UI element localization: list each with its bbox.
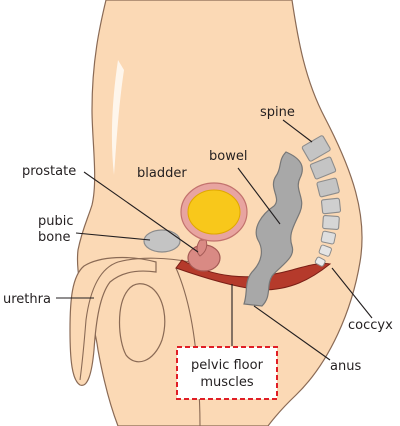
pelvic-floor-callout: pelvic floor muscles [176, 346, 278, 400]
skin-highlight [111, 60, 124, 175]
leader-lines [56, 119, 373, 361]
label-pubic-bone-line1: pubic [38, 214, 74, 229]
label-prostate: prostate [22, 164, 76, 179]
bowel-leader [237, 167, 281, 225]
label-bowel: bowel [209, 149, 247, 164]
coccyx-leader [331, 267, 373, 319]
scrotum-shape [118, 283, 166, 363]
label-urethra: urethra [3, 292, 51, 307]
coccyx [314, 230, 337, 267]
genital-shape [69, 256, 157, 386]
label-spine: spine [260, 105, 295, 120]
spine [301, 135, 342, 230]
pubic-bone [143, 229, 181, 253]
label-pelvic-floor-line1: pelvic floor [191, 358, 264, 373]
spine-leader [282, 119, 313, 143]
bladder-neck [196, 239, 208, 257]
label-coccyx: coccyx [348, 318, 393, 333]
label-pubic-bone-line2: bone [38, 230, 70, 245]
urethra-path [79, 257, 191, 381]
prostate-leader [83, 171, 199, 253]
label-pelvic-floor-line2: muscles [200, 375, 253, 390]
bowel [243, 151, 303, 307]
bladder-urine [187, 189, 241, 235]
label-bladder: bladder [137, 166, 187, 181]
anus-leader [253, 305, 331, 361]
pelvic-floor-callout-border [176, 346, 278, 400]
label-anus: anus [330, 359, 361, 374]
pubic-bone-leader [75, 232, 151, 241]
